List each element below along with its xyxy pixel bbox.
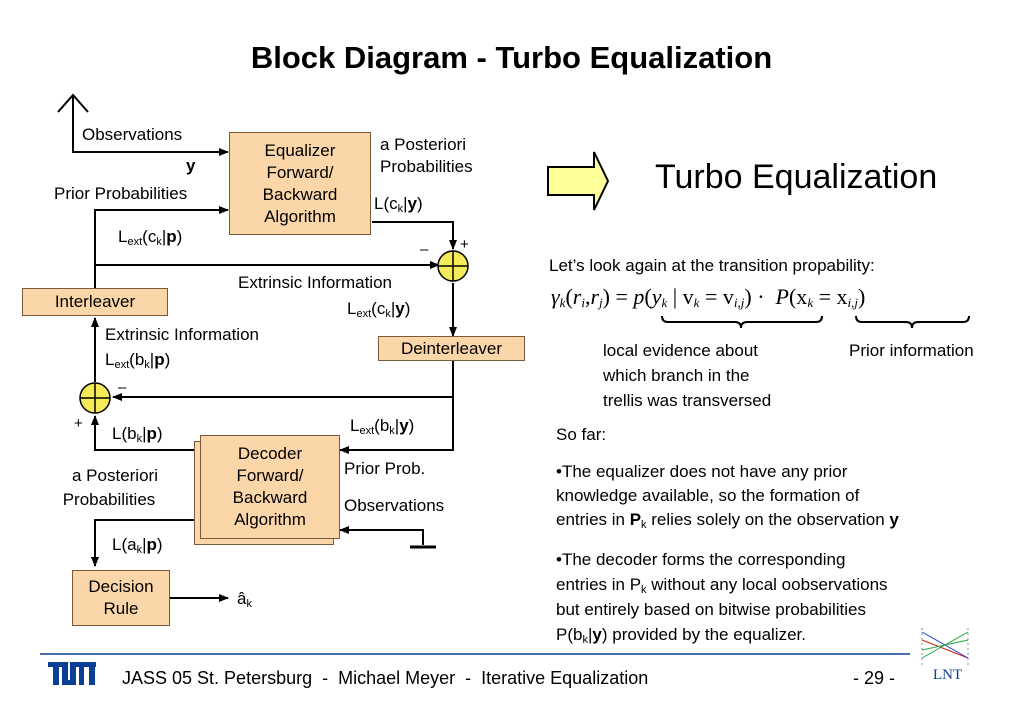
lnt-logo	[921, 628, 969, 665]
equalizer-line-3: Backward	[262, 184, 338, 204]
a-posteriori-bottom-label: a Posteriori Probabilities	[62, 466, 158, 509]
lext-b-p-label: Lext(bk|p)	[105, 350, 171, 371]
bullet-1: •The equalizer does not have any prior k…	[556, 462, 899, 531]
tum-logo	[48, 662, 96, 685]
equalizer-line-4: Algorithm	[264, 206, 336, 226]
intro-text: Let’s look again at the transition propa…	[549, 256, 875, 275]
plus-bottom: +	[74, 415, 83, 432]
lext-c-p-label: Lext(ck|p)	[118, 227, 183, 248]
prior-information-text: Prior information	[849, 341, 974, 360]
equalizer-line-1: Equalizer	[264, 140, 336, 160]
bullet-2: •The decoder forms the corresponding ent…	[556, 550, 888, 646]
decoder-box: Decoder Forward/ Backward Algorithm	[200, 435, 340, 539]
l-c-y-label: L(ck|y)	[374, 194, 423, 215]
page-title: Block Diagram - Turbo Equalization	[250, 40, 773, 75]
prior-probabilities-label: Prior Probabilities	[54, 184, 188, 203]
y-label: y	[186, 156, 196, 175]
adder-bottom	[79, 382, 111, 414]
adder-top	[437, 250, 469, 282]
local-evidence-text: local evidence about which branch in the…	[603, 341, 772, 410]
extrinsic-info-left-label: Extrinsic Information	[105, 325, 259, 344]
page-number: - 29 -	[853, 668, 896, 688]
decoder-line-4: Algorithm	[234, 510, 306, 529]
plus-top: +	[460, 236, 469, 253]
l-b-p-label: L(bk|p)	[112, 424, 163, 445]
decision-line-1: Decision	[88, 577, 154, 596]
turbo-equalization-heading: Turbo Equalization	[655, 158, 938, 196]
decoder-line-2: Forward/	[236, 466, 304, 485]
observations-top-label: Observations	[82, 125, 183, 144]
equalizer-box: Equalizer Forward/ Backward Algorithm	[229, 132, 371, 235]
a-hat-label: âk	[237, 589, 252, 610]
minus-top: –	[420, 241, 429, 258]
lnt-logo-text: LNT	[933, 667, 963, 683]
decision-line-2: Rule	[103, 599, 139, 618]
extrinsic-info-right-label: Extrinsic Information	[238, 273, 392, 292]
decision-rule-box: Decision Rule	[72, 570, 170, 626]
right-arrow-icon	[547, 151, 610, 211]
footer-text: JASS 05 St. Petersburg - Michael Meyer -…	[122, 668, 649, 688]
lext-c-y-label: Lext(ck|y)	[347, 299, 411, 320]
l-a-p-label: L(ak|p)	[112, 535, 163, 556]
so-far-text: So far:	[556, 425, 607, 444]
equalizer-line-2: Forward/	[266, 162, 334, 182]
prior-prob-label: Prior Prob.	[344, 459, 426, 478]
minus-bottom: –	[118, 379, 127, 396]
a-posteriori-top-label: a Posteriori Probabilities	[380, 135, 473, 176]
deinterleaver-box: Deinterleaver	[378, 336, 525, 361]
lext-b-y-label: Lext(bk|y)	[350, 416, 415, 437]
transition-probability-formula: γk(ri,rj) = p(yk | vk = vi,j) · P(xk = x…	[551, 284, 866, 310]
decoder-line-3: Backward	[232, 488, 308, 507]
decoder-line-1: Decoder	[237, 444, 303, 463]
interleaver-box: Interleaver	[22, 288, 168, 316]
observations-bottom-label: Observations	[344, 496, 445, 515]
